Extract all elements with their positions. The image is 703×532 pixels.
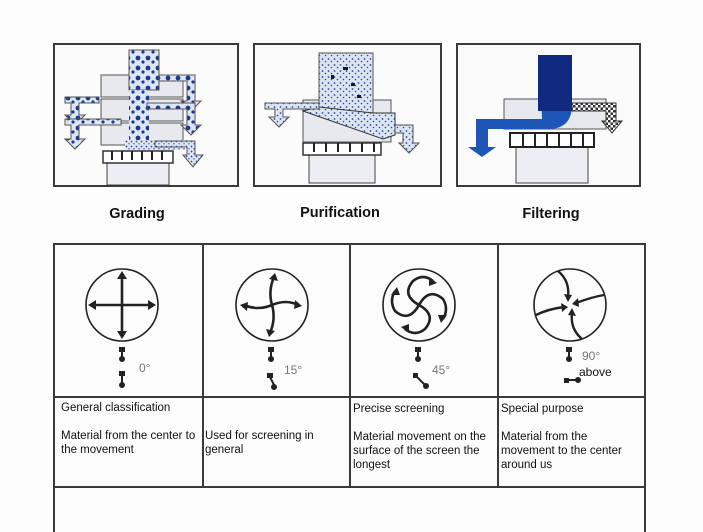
filtering-caption: Filtering [522,206,580,222]
grading-machine-illustration [63,49,205,185]
purification-caption: Purification [300,205,380,221]
purification-machine-illustration [264,52,421,184]
title-col4: Special purpose [501,403,584,415]
counterweight-position-icon [119,347,125,388]
description-col3: Material movement on the surface of the … [353,431,486,471]
angle-label-45: 45° [432,363,451,377]
angle-label-90: 90° [582,349,601,363]
title-col3: Precise screening [353,403,445,415]
pinwheel-arrows-icon [235,268,309,342]
description-col2: Used for screening in general [205,430,314,456]
counterweight-position-icon [564,347,581,383]
inward-arrows-icon [533,268,607,342]
description-col4: Material from the movement to the center… [501,431,622,471]
spiral-arrows-icon [382,268,456,342]
counterweight-position-icon [413,347,429,389]
counterweight-position-icon [267,347,277,390]
title-col1: General classification [61,402,171,414]
filtering-machine-illustration [468,55,624,184]
grading-diagram-panel [53,43,239,187]
angle-label-15: 15° [284,363,303,377]
angle-label-0: 0° [139,361,151,375]
purification-diagram-panel [253,43,442,187]
grading-caption: Grading [109,206,165,222]
empty-footer-row [53,487,646,532]
motion-trajectory-table: 0° 15° 45° 90° [53,243,646,488]
description-col1: Material from the center to the movement [61,430,196,456]
angle-extra-label: above [579,365,612,379]
filtering-diagram-panel [456,43,641,187]
cross-arrows-icon [85,268,159,342]
